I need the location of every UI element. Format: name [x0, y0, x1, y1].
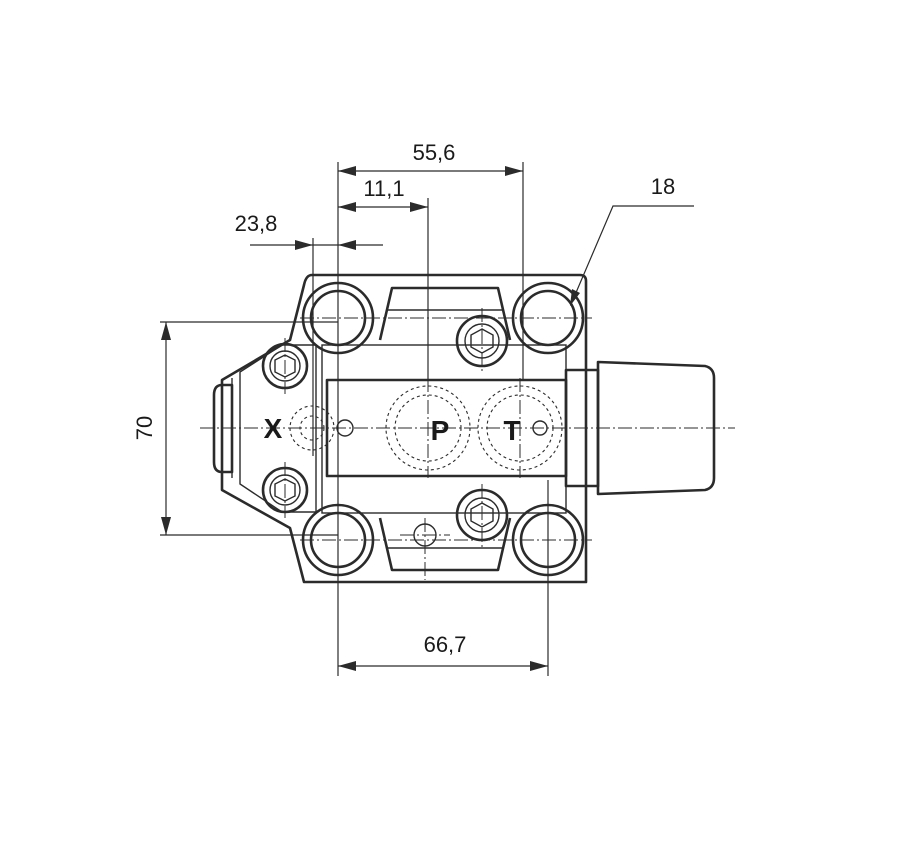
- dimension-66-7: 66,7: [338, 632, 548, 671]
- port-label-p: P: [431, 415, 450, 446]
- port-label-t: T: [503, 415, 520, 446]
- dimension-18: 18: [570, 174, 694, 306]
- port-label-x: X: [264, 413, 283, 444]
- dim-label-18: 18: [651, 174, 675, 199]
- ports: [289, 385, 563, 547]
- dimension-11-1: 11,1: [338, 176, 428, 212]
- dim-label-11-1: 11,1: [363, 176, 404, 201]
- dimension-55-6: 55,6: [338, 140, 523, 176]
- dim-label-66-7: 66,7: [424, 632, 467, 657]
- center-lines: [200, 308, 735, 580]
- dim-label-55-6: 55,6: [413, 140, 456, 165]
- dimension-23-8: 23,8: [235, 211, 383, 250]
- extension-lines: [160, 162, 549, 676]
- dim-label-70: 70: [132, 416, 157, 440]
- slots: [378, 286, 512, 572]
- dimension-70: 70: [132, 322, 171, 535]
- dim-label-23-8: 23,8: [235, 211, 278, 236]
